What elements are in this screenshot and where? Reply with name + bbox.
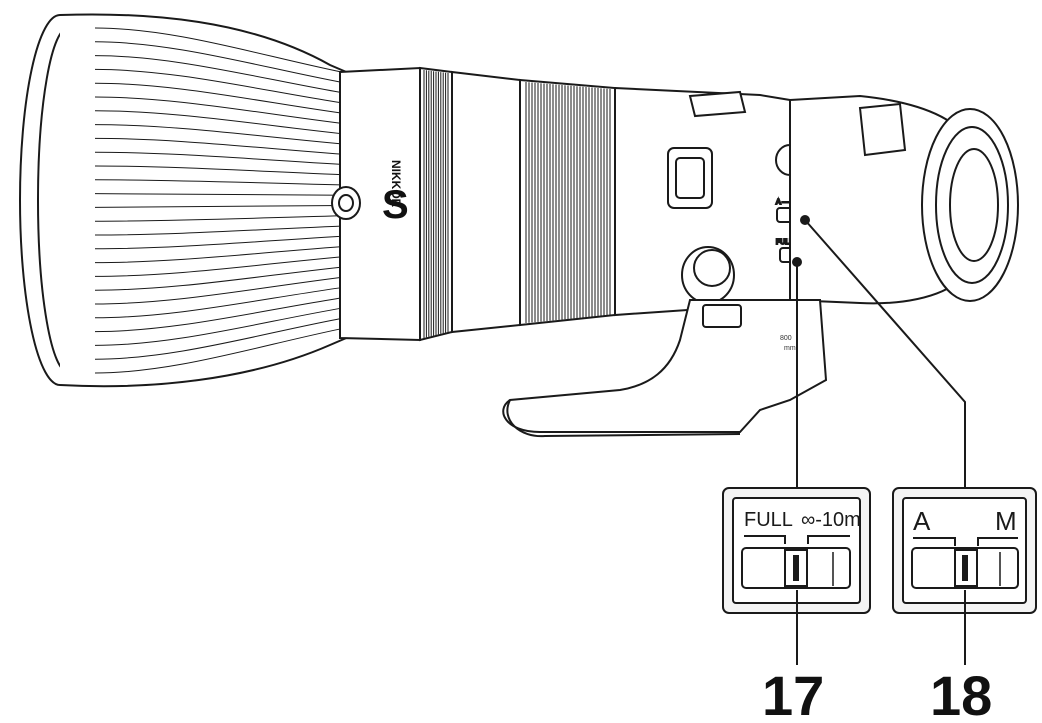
hood-lock-knob-center	[338, 194, 354, 212]
leader-dot-17	[792, 257, 802, 267]
focal-length-unit: mm	[784, 345, 796, 352]
tripod-foot-body	[502, 299, 828, 433]
series-mark: S	[382, 183, 409, 227]
lens-barrel: A — M FULL ∞-10m	[331, 66, 1019, 342]
callout-18-left-bracket	[913, 537, 956, 546]
hood-rib-line	[94, 96, 363, 127]
hood-rib-line	[94, 110, 363, 137]
barrel-mid-section	[451, 70, 521, 334]
hood-rib-line	[94, 193, 363, 196]
lens-rear-element	[949, 148, 999, 262]
hood-rib-line	[94, 314, 363, 360]
callout-18-number: 18	[930, 664, 992, 723]
hood-rib-line	[94, 214, 363, 222]
hood-rib-line	[94, 274, 363, 305]
leader-line-18	[804, 219, 966, 488]
callout-17-left-bracket	[744, 535, 786, 544]
tripod-foot-window	[702, 304, 742, 328]
hood-rib-line	[94, 179, 363, 186]
hood-rib-line	[94, 124, 363, 147]
mini-switch-am-label: A — M	[776, 199, 797, 206]
hood-rib-line	[94, 224, 363, 236]
callout-18-right-label: M	[995, 506, 1017, 536]
hood-rib-line	[94, 294, 363, 333]
control-ring-knurl-lines	[423, 70, 449, 338]
hood-rib-line	[94, 151, 363, 167]
callout-17-panel: FULL ∞-10m	[722, 487, 871, 614]
focus-ring-knurl-lines	[525, 82, 611, 323]
rear-bump	[858, 102, 907, 157]
brand-mark: NIKKOR	[389, 160, 403, 208]
callout-17-right-label: ∞-10m	[801, 509, 861, 531]
callout-18-right-bracket	[977, 537, 1018, 546]
hood-rib-line	[94, 137, 363, 157]
hood-rib-line	[94, 55, 363, 97]
hood-rib-line	[94, 324, 363, 374]
callout-17-right-bracket	[807, 535, 850, 544]
callout-18-switch-indicator	[962, 555, 968, 581]
hood-rib-line	[94, 254, 363, 277]
tripod-collar-knob-top	[693, 249, 731, 287]
hood-rib-line	[94, 165, 363, 177]
callout-17-left-label: FULL	[744, 509, 793, 531]
hood-rib-line	[94, 304, 363, 346]
tripod-foot-plate-edge	[506, 399, 741, 438]
hood-rib-line	[94, 244, 363, 264]
hood-ribs	[94, 27, 363, 374]
hood-rib-line	[94, 68, 363, 107]
hood-rib-line	[94, 41, 363, 87]
hood-rib-line	[94, 284, 363, 319]
hood-rib-line	[94, 264, 363, 291]
function-button	[675, 157, 705, 199]
focal-length-mark: 800	[780, 335, 792, 342]
hood-rib-line	[94, 82, 363, 117]
leader-dot-18	[800, 215, 810, 225]
top-tab	[688, 90, 747, 118]
hood-rib-line	[94, 234, 363, 250]
callout-18-left-label: A	[913, 506, 931, 536]
lens-hood	[19, 13, 366, 388]
hood-rib-line	[94, 204, 363, 208]
callout-17-number: 17	[762, 664, 824, 723]
hood-outline	[59, 13, 366, 388]
hood-rib-line	[94, 27, 363, 77]
leader-lines	[796, 219, 966, 488]
tripod-foot	[502, 299, 828, 438]
callout-18-panel: A M	[892, 487, 1037, 614]
callout-17-switch-indicator	[793, 555, 799, 581]
